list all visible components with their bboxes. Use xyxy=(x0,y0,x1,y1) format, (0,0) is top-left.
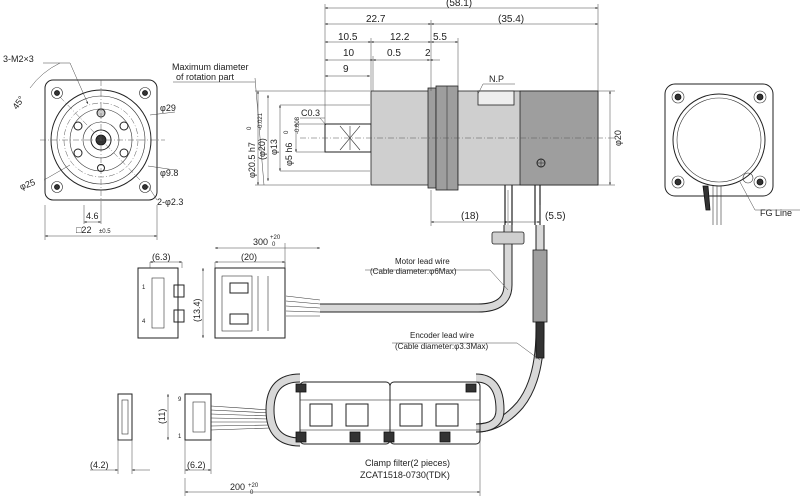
label-cable-200: 200 xyxy=(230,482,245,492)
label-22-7: 22.7 xyxy=(366,14,386,25)
label-motor-lead-1: Motor lead wire xyxy=(395,257,450,266)
motor-connector xyxy=(137,261,286,339)
label-conn1-20: (20) xyxy=(241,252,257,262)
label-chamfer: C0.3 xyxy=(301,108,320,118)
label-fg-line: FG Line xyxy=(760,208,792,218)
label-35-4: (35.4) xyxy=(498,14,524,25)
nameplate xyxy=(477,90,515,106)
label-5-5-paren: (5.5) xyxy=(545,211,566,222)
label-5-5: 5.5 xyxy=(433,32,447,43)
label-conn2-4-2: (4.2) xyxy=(90,460,109,470)
label-encoder-lead-2: (Cable diameter:φ3.3Max) xyxy=(395,342,489,351)
label-0-5: 0.5 xyxy=(387,48,401,59)
label-motor-lead-2: (Cable diameter:φ6Max) xyxy=(370,267,457,276)
label-dia-9-8: φ9.8 xyxy=(160,168,178,178)
label-square-22-tol: ±0.5 xyxy=(99,229,111,235)
cable-clamp xyxy=(491,231,525,245)
label-dia-20-5: φ20.5 h7 xyxy=(247,142,257,178)
label-conn1-13-4: (13.4) xyxy=(192,298,202,322)
label-conn2-6-2: (6.2) xyxy=(187,460,206,470)
label-holes-2-2-3: 2-φ2.3 xyxy=(157,197,183,207)
label-encoder-lead-1: Encoder lead wire xyxy=(410,331,475,340)
label-cable-300-tol-bottom: 0 xyxy=(272,242,276,248)
motor-connector-housing xyxy=(214,267,286,339)
label-overall-length: (58.1) xyxy=(446,0,472,9)
label-dia-5: φ5 h6 xyxy=(284,143,294,166)
label-10-5: 10.5 xyxy=(338,32,358,43)
label-cable-300: 300 xyxy=(253,237,268,247)
side-view xyxy=(173,4,615,226)
label-conn2-pin-9: 9 xyxy=(178,397,182,403)
label-12-2: 12.2 xyxy=(390,32,410,43)
label-dia-5-tol-bottom: -0.008 xyxy=(295,116,301,134)
label-holes-3-m2: 3-M2×3 xyxy=(3,54,34,64)
label-dia-20-body: φ20 xyxy=(613,130,623,146)
label-dia-20-5-tol-bottom: -0.021 xyxy=(258,112,264,130)
label-18: (18) xyxy=(461,211,479,222)
label-dia-13: φ13 xyxy=(269,139,279,155)
label-cable-200-tol-bottom: 0 xyxy=(250,490,254,496)
label-9: 9 xyxy=(343,64,349,75)
dimension-labels: (58.1) 22.7 (35.4) 10.5 12.2 5.5 10 0.5 … xyxy=(3,0,792,496)
label-square-22: □22 xyxy=(76,225,91,235)
label-conn2-11: (11) xyxy=(157,409,167,424)
label-pin-4: 4 xyxy=(142,319,146,325)
label-dia-25: φ25 xyxy=(18,177,36,192)
label-pin-1: 1 xyxy=(142,285,146,291)
clamp-filter xyxy=(265,373,505,447)
label-dia-29: φ29 xyxy=(160,103,176,113)
label-max-diam-1: Maximum diameter xyxy=(172,62,249,72)
label-conn1-6-3: (6.3) xyxy=(152,252,171,262)
label-4-6: 4.6 xyxy=(86,211,99,221)
label-dia-20-paren: (φ20) xyxy=(257,138,267,160)
label-cable-200-tol: +20 xyxy=(248,483,259,489)
label-conn2-pin-1: 1 xyxy=(178,434,182,440)
label-angle-45: 45° xyxy=(10,94,26,111)
front-view xyxy=(29,62,176,240)
rear-view xyxy=(664,83,800,225)
label-2: 2 xyxy=(425,48,431,59)
label-cable-300-tol-top: +20 xyxy=(270,235,281,241)
label-clamp-1: Clamp filter(2 pieces) xyxy=(365,458,450,468)
encoder-connector xyxy=(90,393,481,496)
clamp-filter-1 xyxy=(299,381,391,445)
label-dia-20-5-tol-top: 0 xyxy=(247,126,253,130)
label-max-diam-2: of rotation part xyxy=(176,72,235,82)
label-np: N.P xyxy=(489,74,504,84)
label-dia-5-tol-top: 0 xyxy=(284,130,290,134)
label-10: 10 xyxy=(343,48,355,59)
label-clamp-2: ZCAT1518-0730(TDK) xyxy=(360,470,450,480)
